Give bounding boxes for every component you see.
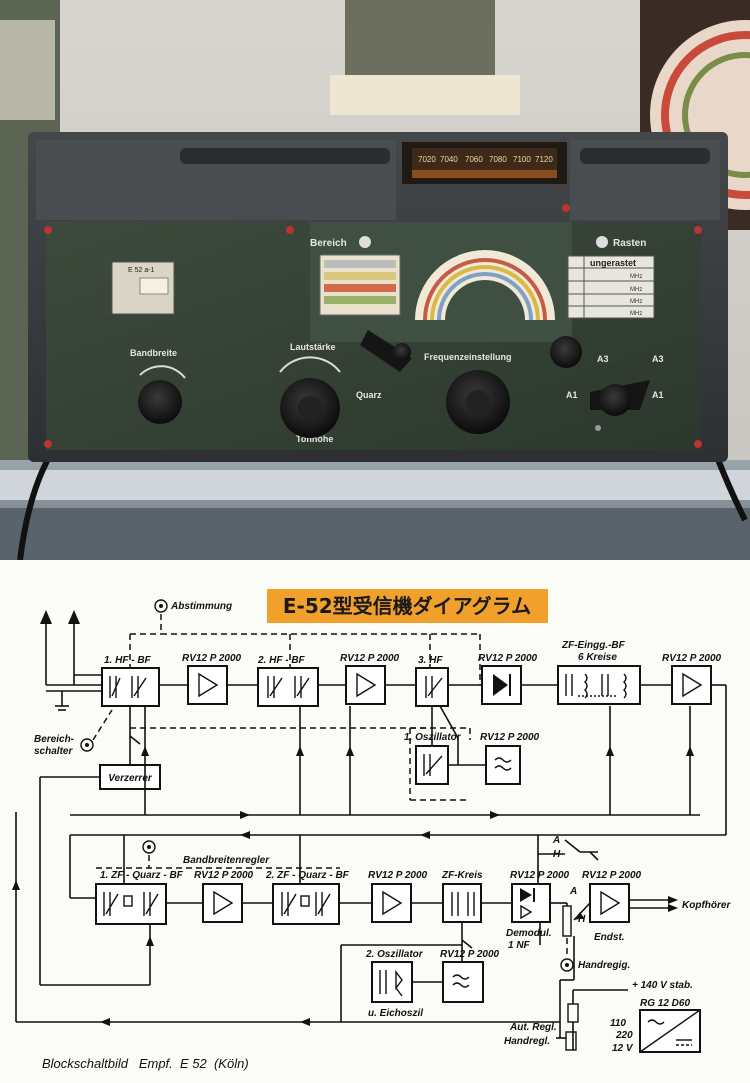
oszillator1-block — [415, 745, 449, 785]
label-bereich: Bereich — [310, 238, 347, 249]
label-frequenzeinstellung: Frequenzeinstellung — [424, 352, 512, 362]
diagram-title: E-52型受信機ダイアグラム — [283, 594, 531, 618]
label-h-mid: H — [578, 914, 586, 925]
label-rv6: RV12 P 2000 — [368, 870, 428, 881]
bandbreitenregler-knob-icon — [142, 840, 156, 854]
oszillator1-amp-block — [485, 745, 521, 785]
label-oszillator2: 2. Oszillator — [365, 949, 424, 960]
label-rv8: RV12 P 2000 — [582, 870, 642, 881]
label-zf-kreis: ZF-Kreis — [441, 870, 483, 881]
hf1-block — [101, 667, 160, 707]
label-mhz: MHz — [630, 299, 642, 305]
rv4-amp-block — [671, 665, 712, 705]
oszillator2-block — [371, 961, 413, 1003]
label-kreise: 6 Kreise — [578, 652, 617, 663]
dial-scale-label: 7100 — [513, 155, 531, 164]
label-bereichschalter-2: schalter — [34, 746, 73, 757]
label-zf1: 1. ZF - Quarz - BF — [100, 870, 184, 881]
label-a1: A1 — [566, 390, 578, 400]
label-v12: 12 V — [612, 1043, 634, 1054]
nameplate-model: E 52 a-1 — [128, 267, 155, 274]
demodulator-block — [511, 883, 551, 923]
label-mhz: MHz — [630, 287, 642, 293]
diagram-title-box — [267, 589, 548, 623]
receiver-photo: 7020 7040 7060 7080 7100 7120 E 52 a-1 B… — [0, 0, 750, 560]
rv6-amp-block — [371, 883, 412, 923]
label-plus140: + 140 V stab. — [632, 980, 693, 991]
label-rasten: Rasten — [613, 238, 646, 249]
label-mhz: MHz — [630, 274, 642, 280]
label-handregl: Handregl. — [504, 1036, 550, 1047]
label-a3: A3 — [597, 354, 609, 364]
label-rv2: RV12 P 2000 — [340, 653, 400, 664]
label-zf-eingg: ZF-Eingg.-BF — [561, 640, 626, 651]
oszillator2-amp-block — [442, 961, 484, 1003]
zf-kreis-block — [442, 883, 482, 923]
label-a-mid: A — [569, 886, 577, 897]
label-abstimmung: Abstimmung — [170, 601, 232, 612]
label-endst: Endst. — [594, 932, 625, 943]
label-rv5: RV12 P 2000 — [194, 870, 254, 881]
label-demodul: Demodul. — [506, 928, 552, 939]
label-bereichschalter-1: Bereich- — [34, 734, 75, 745]
rv1-amp-block — [187, 665, 228, 705]
label-a1: A1 — [652, 390, 664, 400]
zf-filter-block — [557, 665, 641, 705]
label-bandbreite: Bandbreite — [130, 348, 177, 358]
dial-scale-label: 7040 — [440, 155, 458, 164]
label-quarz: Quarz — [356, 390, 382, 400]
label-hf1: 1. HF - BF — [104, 655, 152, 666]
label-nf1: 1 NF — [508, 940, 531, 951]
handregig-knob-icon — [560, 958, 574, 972]
label-rg12: RG 12 D60 — [640, 998, 690, 1009]
label-rv1: RV12 P 2000 — [182, 653, 242, 664]
dial-scale-label: 7020 — [418, 155, 436, 164]
dial-scale-label: 7060 — [465, 155, 483, 164]
label-rv-osc2: RV12 P 2000 — [440, 949, 500, 960]
mode-knob[interactable] — [599, 384, 631, 416]
label-verzerrer: Verzerrer — [108, 773, 153, 784]
label-a3: A3 — [652, 354, 664, 364]
label-rv3: RV12 P 2000 — [478, 653, 538, 664]
endstufe-block — [589, 883, 630, 923]
zf1-block — [95, 883, 167, 925]
label-v110: 110 — [610, 1018, 626, 1029]
label-rv7: RV12 P 2000 — [510, 870, 570, 881]
abstimmung-knob-icon — [154, 599, 168, 613]
label-tonhoehe: Tonhöhe — [296, 434, 333, 444]
label-bandbreitenregler: Bandbreitenregler — [183, 855, 270, 866]
label-zf2: 2. ZF - Quarz - BF — [265, 870, 350, 881]
label-hf3: 3. HF — [418, 655, 443, 666]
diagram-caption: Blockschaltbild Empf. E 52 (Köln) — [42, 1056, 249, 1071]
label-autregl: Aut. Regl. — [509, 1022, 557, 1033]
bereichschalter-knob-icon — [80, 738, 94, 752]
label-hf2: 2. HF - BF — [257, 655, 306, 666]
label-eichoszil: u. Eichoszil — [368, 1008, 423, 1019]
bandbreite-knob[interactable] — [138, 380, 182, 424]
label-a-top: A — [552, 835, 560, 846]
label-oszillator1: 1. Oszillator — [404, 732, 462, 743]
block-diagram: E-52型受信機ダイアグラム Abstimmung — [0, 560, 750, 1083]
label-lautstaerke: Lautstärke — [290, 342, 336, 352]
label-ungerastet: ungerastet — [590, 258, 636, 268]
rv5-amp-block — [202, 883, 243, 923]
rasten-knob[interactable] — [550, 336, 582, 368]
hf2-block — [257, 667, 319, 707]
rv2-amp-block — [345, 665, 386, 705]
label-rv-osc1: RV12 P 2000 — [480, 732, 540, 743]
zf2-block — [272, 883, 340, 925]
label-rv4: RV12 P 2000 — [662, 653, 722, 664]
dial-scale-label: 7080 — [489, 155, 507, 164]
label-mhz: MHz — [630, 311, 642, 317]
label-handregig: Handregig. — [578, 960, 630, 971]
dial-scale-label: 7120 — [535, 155, 553, 164]
label-kopfhoerer: Kopfhörer — [682, 900, 731, 911]
label-v220: 220 — [615, 1030, 633, 1041]
